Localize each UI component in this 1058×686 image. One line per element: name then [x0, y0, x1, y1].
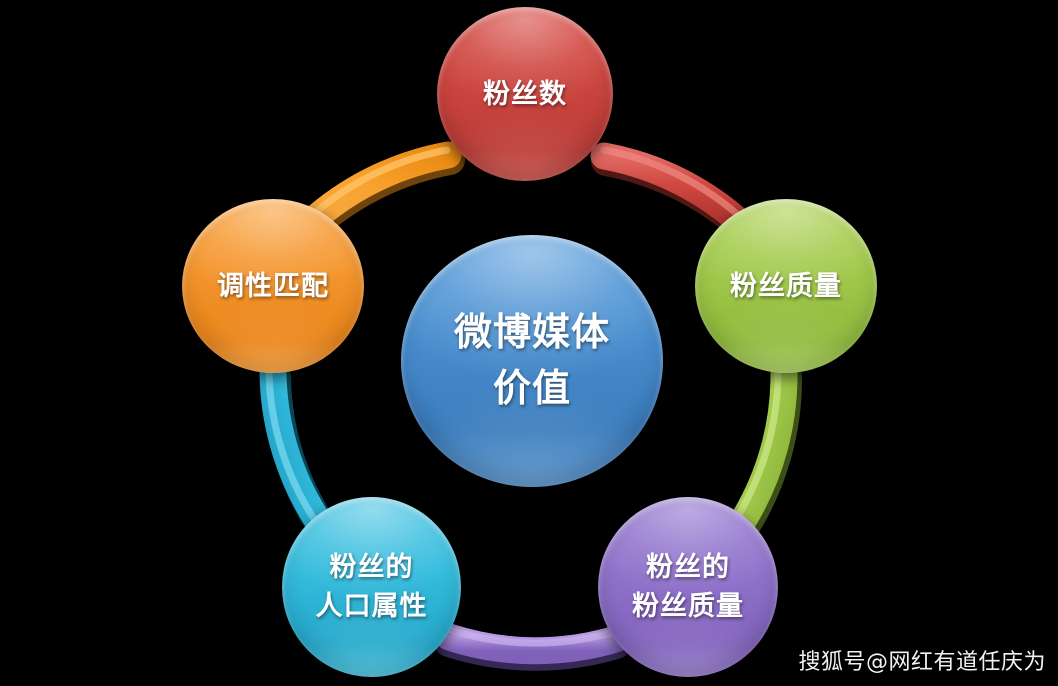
node-fans-quality-label: 粉丝质量 — [730, 270, 842, 301]
node-fans-count-label: 粉丝数 — [483, 78, 567, 109]
node-fans-demographics-label-line2: 人口属性 — [315, 591, 428, 622]
node-fans-activity-label-line2: 粉丝质量 — [632, 591, 744, 622]
node-fans-demographics[interactable]: 粉丝的 人口属性 — [282, 497, 461, 677]
arc-tone-match-to-fans-count-highlight — [312, 146, 451, 216]
arc-tone-match-to-fans-count-body — [304, 141, 462, 230]
arc-fans-activity-to-fans-demographics — [435, 623, 630, 665]
arc-fans-count-to-fans-quality-highlight — [600, 146, 741, 218]
node-center-label-line2: 价值 — [492, 368, 571, 411]
node-tone-match[interactable]: 调性匹配 — [182, 199, 364, 373]
arc-fans-activity-to-fans-demographics-highlight — [446, 626, 618, 647]
watermark-text: 搜狐号@网红有道任庆为 — [798, 650, 1046, 675]
node-fans-activity[interactable]: 粉丝的 粉丝质量 — [598, 497, 778, 677]
node-fans-demographics-label-line1: 粉丝的 — [329, 551, 414, 582]
node-tone-match-label: 调性匹配 — [217, 270, 329, 301]
arc-fans-count-to-fans-quality — [590, 142, 749, 232]
node-fans-activity-label-line1: 粉丝的 — [646, 551, 730, 582]
node-center-weibo-media-value[interactable]: 微博媒体 价值 — [401, 235, 663, 487]
node-fans-count[interactable]: 粉丝数 — [437, 7, 613, 181]
arc-fans-quality-to-fans-activity-highlight — [734, 369, 782, 520]
node-fans-quality[interactable]: 粉丝质量 — [695, 199, 877, 373]
node-center-label-line1: 微博媒体 — [453, 311, 610, 354]
arc-fans-demographics-to-tone-match-highlight — [265, 370, 318, 523]
arc-fans-quality-to-fans-activity — [730, 359, 798, 533]
